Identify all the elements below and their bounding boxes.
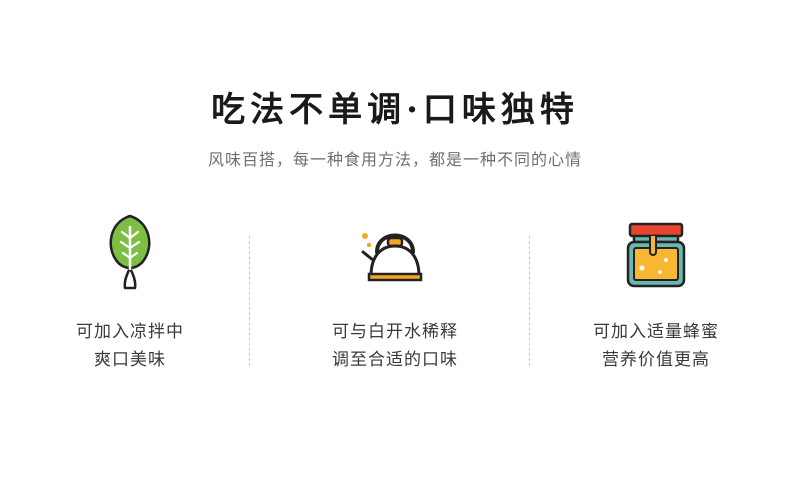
- feature-salad-caption: 可加入凉拌中 爽口美味: [30, 318, 230, 374]
- feature-salad: 可加入凉拌中 爽口美味: [30, 212, 230, 374]
- divider-left: [249, 236, 250, 366]
- page-title: 吃法不单调·口味独特: [211, 90, 579, 130]
- honey-jar-icon: [626, 222, 686, 288]
- feature-water-caption: 可与白开水稀释 调至合适的口味: [295, 318, 495, 374]
- feature-salad-line2: 爽口美味: [94, 350, 166, 370]
- kettle-icon: [361, 233, 423, 282]
- page-subtitle: 风味百搭，每一种食用方法，都是一种不同的心情: [207, 150, 582, 169]
- feature-honey-caption: 可加入适量蜂蜜 营养价值更高: [556, 318, 756, 374]
- feature-honey-line1: 可加入适量蜂蜜: [593, 322, 719, 342]
- divider-right: [529, 236, 530, 366]
- feature-honey: 可加入适量蜂蜜 营养价值更高: [556, 212, 756, 374]
- feature-honey-line2: 营养价值更高: [602, 350, 710, 370]
- spinach-leaf-icon: [109, 214, 151, 290]
- feature-water-line1: 可与白开水稀释: [332, 322, 458, 342]
- feature-water: 可与白开水稀释 调至合适的口味: [295, 212, 495, 374]
- feature-salad-line1: 可加入凉拌中: [76, 322, 184, 342]
- feature-water-line2: 调至合适的口味: [332, 350, 458, 370]
